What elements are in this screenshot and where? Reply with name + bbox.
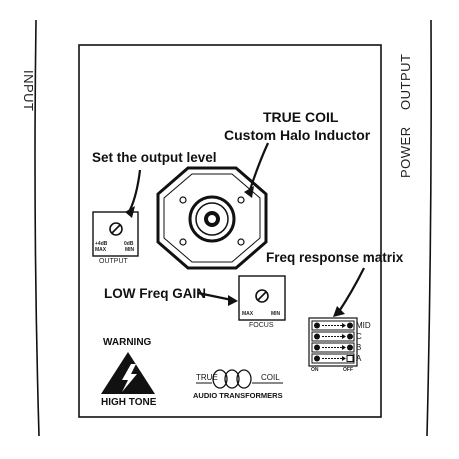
power-label: POWER	[398, 126, 413, 178]
logo-subtitle: AUDIO TRANSFORMERS	[193, 391, 283, 400]
switch-label-a: A	[356, 354, 362, 363]
low-freq-gain-callout: LOW Freq GAIN	[104, 286, 206, 301]
output-min-top-label: 0dB	[124, 241, 134, 247]
low-freq-callout-arrow	[197, 291, 238, 306]
switch-row-b[interactable]	[311, 342, 355, 353]
logo-coil-text: COIL	[261, 373, 280, 382]
device-right-edge	[426, 19, 432, 437]
true-coil-subtitle: Custom Halo Inductor	[224, 127, 371, 143]
output-knob[interactable]	[92, 211, 139, 257]
freq-matrix-callout: Freq response matrix	[266, 250, 404, 265]
switch-label-c: C	[356, 332, 362, 341]
device-left-edge	[34, 19, 40, 437]
output-label: OUTPUT	[398, 53, 413, 110]
high-tone-label: HIGH TONE	[101, 397, 157, 408]
switch-label-mid: MID	[356, 321, 371, 330]
freq-matrix-callout-arrow	[333, 267, 365, 317]
logo-true-text: TRUE	[196, 373, 218, 382]
focus-knob-label: FOCUS	[249, 322, 274, 329]
input-label: INPUT	[21, 70, 36, 112]
switch-row-a[interactable]	[311, 353, 355, 364]
switch-label-b: B	[356, 343, 362, 352]
halo-inductor-connector	[156, 166, 268, 270]
warning-label: WARNING	[103, 337, 152, 348]
true-coil-logo-coil-icon	[196, 369, 283, 389]
switch-matrix	[308, 317, 358, 367]
focus-knob[interactable]	[238, 275, 286, 321]
focus-min-label: MIN	[271, 311, 281, 317]
switch-row-c[interactable]	[311, 331, 355, 342]
switch-on-label: ON	[311, 367, 319, 373]
high-voltage-warning-icon	[101, 352, 155, 394]
output-level-callout: Set the output level	[92, 150, 217, 165]
output-knob-label: OUTPUT	[99, 258, 128, 265]
output-max-top-label: +4dB	[95, 241, 108, 247]
switch-off-label: OFF	[343, 367, 353, 373]
panel-rectangle	[78, 44, 382, 418]
true-coil-callout-arrow	[244, 142, 270, 198]
switch-row-mid[interactable]	[311, 320, 355, 331]
output-min-label: MIN	[125, 247, 135, 253]
output-level-callout-arrow	[125, 169, 142, 218]
true-coil-title: TRUE COIL	[263, 109, 339, 125]
output-max-label: MAX	[95, 247, 107, 253]
focus-max-label: MAX	[242, 311, 254, 317]
